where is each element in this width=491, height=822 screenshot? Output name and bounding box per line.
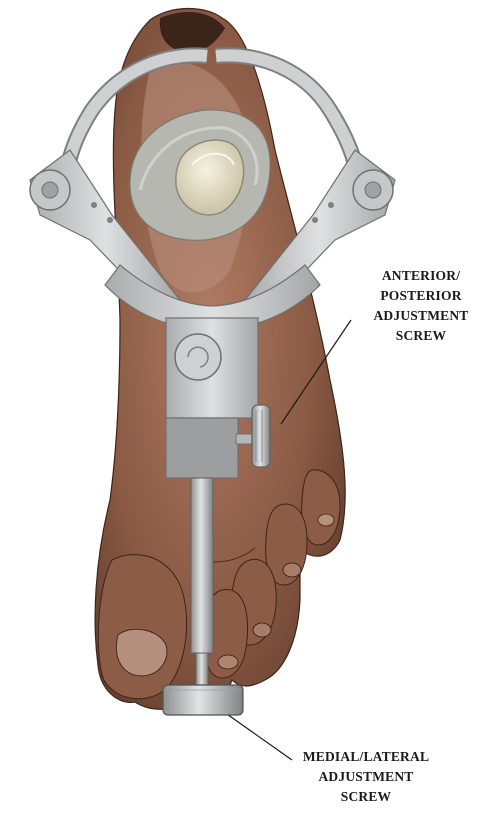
toenail-4 [283, 563, 301, 577]
label-line: SCREW [296, 787, 436, 807]
great-toe [98, 555, 186, 699]
label-line: MEDIAL/LATERAL [296, 747, 436, 767]
label-line: POSTERIOR [362, 286, 480, 306]
medial-lateral-adjustment-screw [163, 685, 243, 715]
rod-collar [196, 653, 208, 685]
toenail-3 [253, 623, 271, 637]
lower-block [166, 418, 238, 478]
label-line: ADJUSTMENT [362, 306, 480, 326]
ap-screw-shaft [236, 434, 252, 444]
center-pivot [175, 334, 221, 380]
label-line: ANTERIOR/ [362, 266, 480, 286]
vertical-rod [191, 478, 213, 653]
toenail-5 [318, 514, 334, 526]
label-line: SCREW [362, 326, 480, 346]
anterior-posterior-adjustment-screw [252, 405, 270, 467]
toenail-2 [218, 655, 238, 669]
anterior-posterior-screw-label: ANTERIOR/ POSTERIOR ADJUSTMENT SCREW [362, 266, 480, 346]
great-toenail [116, 629, 166, 676]
label-line: ADJUSTMENT [296, 767, 436, 787]
toe-5 [302, 470, 340, 545]
medial-lateral-screw-label: MEDIAL/LATERAL ADJUSTMENT SCREW [296, 747, 436, 807]
